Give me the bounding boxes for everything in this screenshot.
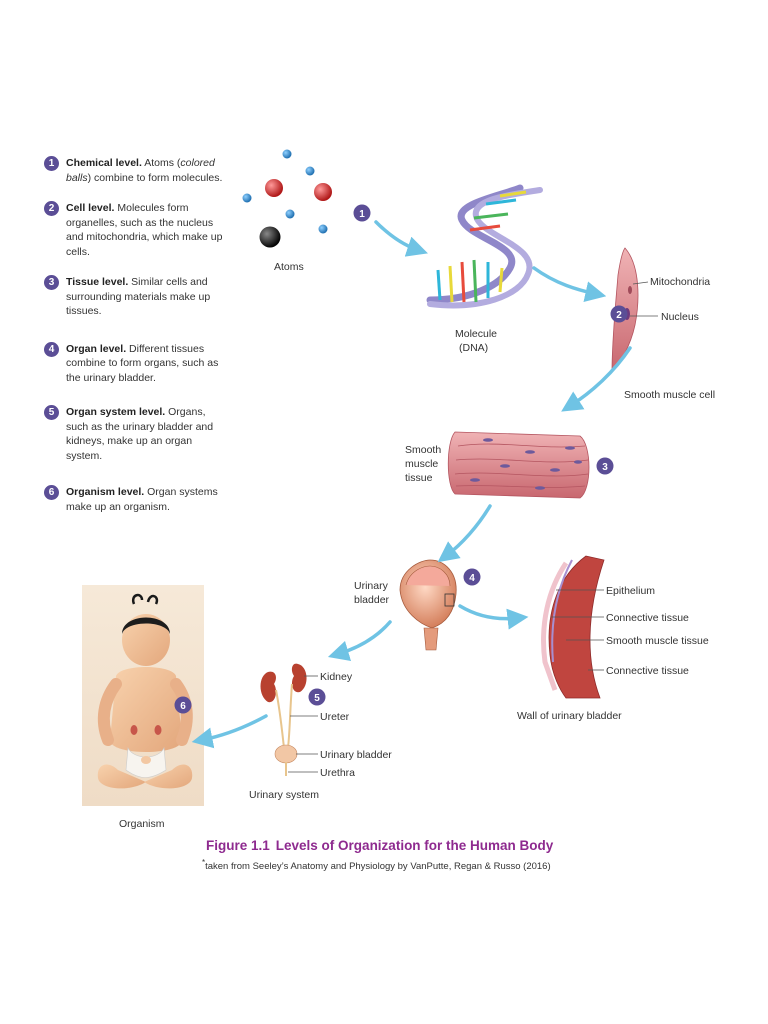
organism-illustration	[82, 585, 204, 806]
badge-5: 5	[308, 688, 326, 706]
label-urinary-system: Urinary system	[249, 789, 319, 801]
badge-4: 4	[44, 341, 59, 357]
label-smooth-muscle-tissue: Smooth muscle tissue	[606, 635, 709, 647]
level-organ: 4 Organ level. Different tissues combine…	[44, 341, 224, 386]
label-bladder-1: Urinary	[354, 580, 389, 592]
badge-6: 6	[44, 485, 59, 500]
level-title: Organ level.	[66, 342, 127, 355]
label-tissue-3: tissue	[405, 472, 433, 484]
label-dna: (DNA)	[459, 342, 488, 354]
level-organism: 6 Organism level. Organ systems make up …	[44, 485, 224, 514]
figure-number: Figure 1.1	[206, 838, 270, 853]
svg-text:1: 1	[359, 209, 365, 220]
label-smooth-muscle-cell: Smooth muscle cell	[624, 389, 715, 401]
svg-text:4: 4	[469, 573, 475, 584]
level-title: Chemical level.	[66, 157, 142, 169]
arrow-1	[374, 220, 428, 257]
muscle-tissue-illustration	[447, 431, 590, 499]
level-title: Cell level.	[66, 202, 115, 214]
badge-3: 3	[596, 457, 614, 475]
svg-text:3: 3	[602, 462, 608, 473]
atoms-illustration	[242, 149, 332, 248]
arrow-2	[532, 266, 607, 302]
bladder-wall-illustration	[541, 555, 605, 699]
credit-text: taken from Seeley’s Anatomy and Physiolo…	[205, 861, 551, 873]
label-urinary-bladder: Urinary bladder	[320, 749, 392, 761]
label-epithelium: Epithelium	[606, 585, 655, 597]
arrow-6	[327, 620, 392, 662]
label-molecule: Molecule	[455, 328, 497, 340]
label-tissue-1: Smooth	[405, 444, 441, 456]
figure-title: Levels of Organization for the Human Bod…	[275, 838, 554, 853]
badge-3: 3	[44, 275, 59, 290]
figure-caption: Figure 1.1 Levels of Organization for the…	[206, 838, 553, 853]
flow-arrows	[191, 220, 632, 749]
source-credit: *taken from Seeley’s Anatomy and Physiol…	[202, 858, 551, 872]
label-ureter: Ureter	[320, 711, 350, 723]
arrow-7	[191, 714, 268, 749]
level-cell: 2 Cell level. Molecules form organelles,…	[44, 201, 224, 259]
svg-text:2: 2	[616, 310, 622, 321]
label-tissue-2: muscle	[405, 458, 438, 470]
dna-illustration	[426, 184, 543, 309]
label-kidney: Kidney	[320, 671, 353, 683]
label-bladder-2: bladder	[354, 594, 390, 606]
arrow-3	[561, 346, 632, 412]
badges: 1 2 3 4 5 6	[174, 204, 628, 714]
label-urethra: Urethra	[320, 767, 355, 779]
urinary-system-illustration	[260, 663, 318, 776]
badge-1: 1	[353, 204, 371, 222]
arrow-4	[437, 504, 492, 563]
level-descriptions: 1 Chemical level. Atoms (colored balls) …	[44, 156, 224, 514]
label-wall: Wall of urinary bladder	[517, 710, 622, 722]
label-organism: Organism	[119, 818, 165, 830]
label-nucleus: Nucleus	[661, 311, 699, 323]
level-title: Organ system level.	[66, 406, 166, 418]
credit-mark: *	[202, 858, 206, 867]
label-connective-tissue-1: Connective tissue	[606, 612, 689, 624]
level-title: Organism level.	[66, 486, 145, 498]
badge-2: 2	[610, 305, 628, 323]
urinary-bladder-illustration	[399, 559, 457, 651]
badge-1: 1	[44, 156, 59, 171]
badge-6: 6	[174, 696, 192, 714]
level-title: Tissue level.	[66, 276, 129, 288]
level-organ-system: 5 Organ system level. Organs, such as th…	[44, 405, 224, 463]
label-mitochondria: Mitochondria	[650, 276, 710, 288]
badge-4: 4	[463, 568, 481, 586]
badge-5: 5	[44, 405, 59, 420]
level-tissue: 3 Tissue level. Similar cells and surrou…	[44, 275, 224, 319]
arrow-5	[458, 604, 529, 630]
badge-2: 2	[44, 201, 59, 216]
level-chemical: 1 Chemical level. Atoms (colored balls) …	[44, 156, 224, 185]
svg-text:6: 6	[180, 701, 186, 712]
svg-text:5: 5	[314, 693, 320, 704]
label-atoms: Atoms	[274, 261, 304, 273]
label-connective-tissue-2: Connective tissue	[606, 665, 689, 677]
